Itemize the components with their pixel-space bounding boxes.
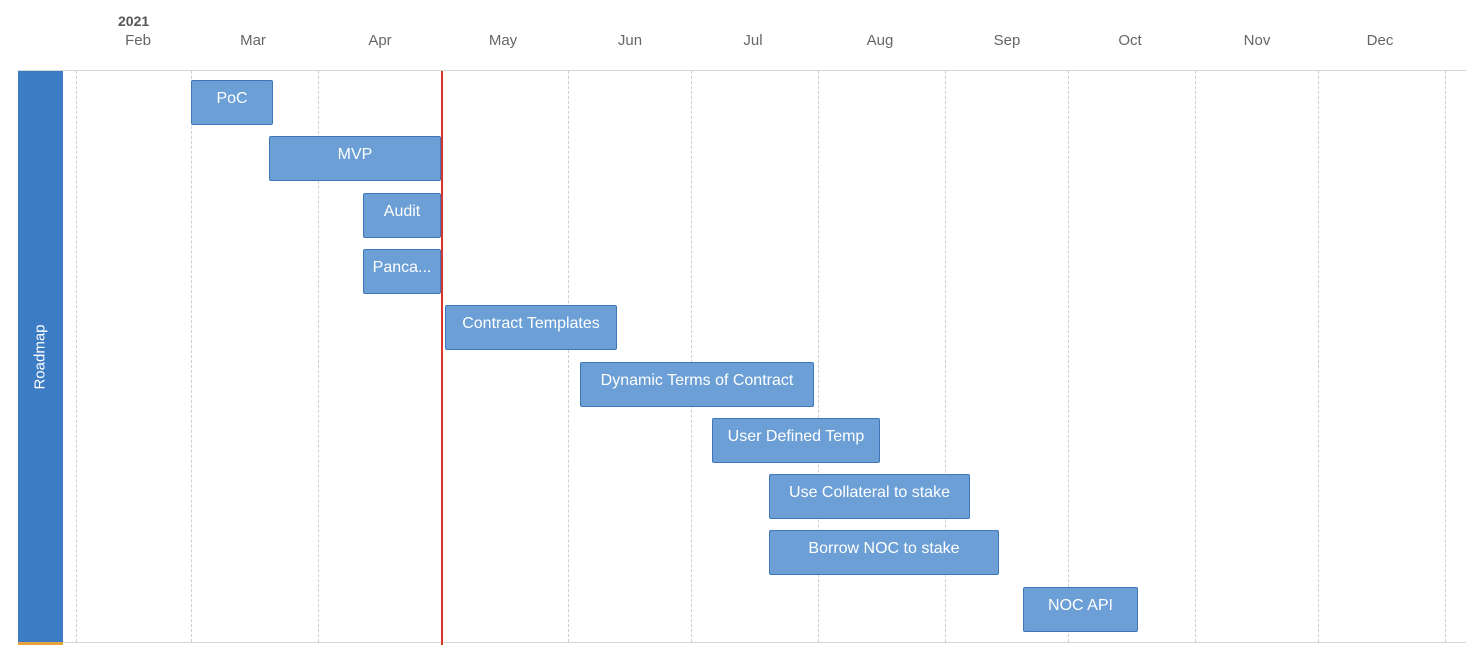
- task-bar[interactable]: Dynamic Terms of Contract: [580, 362, 814, 407]
- bottom-divider: [18, 642, 1466, 643]
- task-bar[interactable]: User Defined Temp: [712, 418, 880, 463]
- month-label-mar: Mar: [240, 32, 266, 49]
- today-marker-line: [441, 71, 443, 645]
- year-label: 2021: [118, 13, 150, 29]
- task-bar[interactable]: Contract Templates: [445, 305, 617, 350]
- task-bar[interactable]: Borrow NOC to stake: [769, 530, 999, 575]
- grid-line: [1445, 71, 1446, 642]
- month-label-apr: Apr: [368, 32, 392, 49]
- grid-line: [818, 71, 819, 642]
- grid-line: [1068, 71, 1069, 642]
- month-label-sep: Sep: [993, 32, 1021, 49]
- month-label-dec: Dec: [1366, 32, 1394, 49]
- grid-line: [318, 71, 319, 642]
- month-label-nov: Nov: [1243, 32, 1271, 49]
- month-label-aug: Aug: [866, 32, 894, 49]
- grid-line: [945, 71, 946, 642]
- grid-line: [1318, 71, 1319, 642]
- month-label-oct: Oct: [1118, 32, 1142, 49]
- group-band[interactable]: [18, 71, 63, 643]
- grid-line: [191, 71, 192, 642]
- month-label-jul: Jul: [743, 32, 763, 49]
- task-bar[interactable]: PoC: [191, 80, 273, 125]
- task-bar[interactable]: Audit: [363, 193, 441, 238]
- group-band-accent: [18, 642, 63, 645]
- task-bar[interactable]: Panca...: [363, 249, 441, 294]
- grid-line: [1195, 71, 1196, 642]
- task-bar[interactable]: NOC API: [1023, 587, 1138, 632]
- header-divider: [18, 70, 1466, 71]
- group-label: Roadmap: [31, 324, 49, 390]
- task-bar[interactable]: MVP: [269, 136, 441, 181]
- month-label-feb: Feb: [125, 32, 151, 49]
- month-label-jun: Jun: [617, 32, 643, 49]
- task-bar[interactable]: Use Collateral to stake: [769, 474, 970, 519]
- grid-line: [691, 71, 692, 642]
- grid-line: [568, 71, 569, 642]
- grid-line: [76, 71, 77, 642]
- month-label-may: May: [488, 32, 518, 49]
